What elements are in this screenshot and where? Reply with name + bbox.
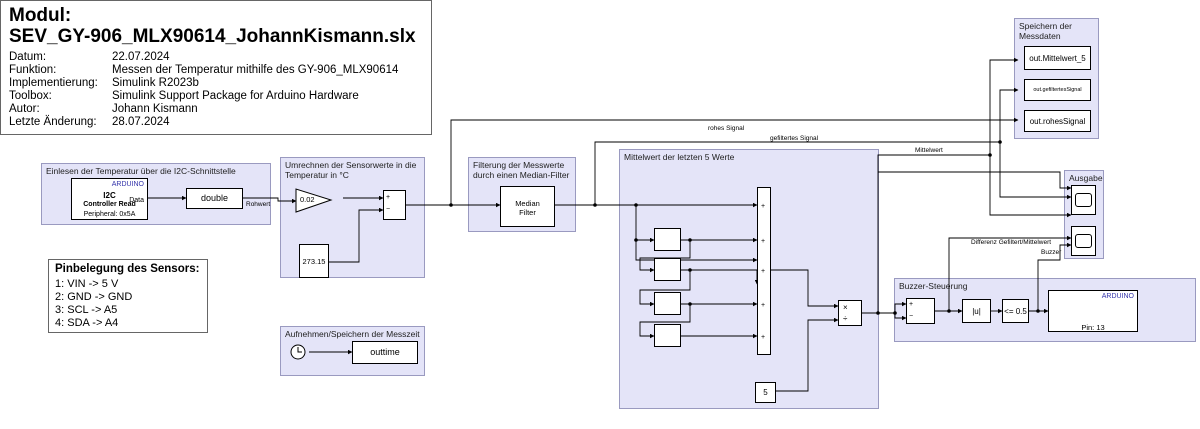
signal-label-gefiltert: gefiltertes Signal xyxy=(770,135,819,142)
model-file-name: SEV_GY-906_MLX90614_JohannKismann.slx xyxy=(9,26,416,47)
double-conversion-block[interactable]: double xyxy=(186,188,243,209)
sum-of-elements-block[interactable]: + + + + + xyxy=(757,187,771,355)
pin-assignment-box: Pinbelegung des Sensors: 1: VIN -> 5 V 2… xyxy=(48,259,208,333)
info-value: 28.07.2024 xyxy=(112,116,170,128)
plus-sign: + xyxy=(761,334,766,341)
info-key: Funktion: xyxy=(9,64,57,76)
signal-label-differenz: Differenz Gefiltert/Mittelwert xyxy=(971,239,1052,246)
plus-sign: + xyxy=(386,194,391,201)
compare-to-constant-block[interactable]: <= 0.5 xyxy=(1002,299,1029,323)
signal-label-buzzer: Buzzer xyxy=(1041,249,1062,256)
info-key: Implementierung: xyxy=(9,77,98,89)
info-value: Simulink R2023b xyxy=(112,77,199,89)
info-row-author: Autor: Johann Kismann xyxy=(9,103,198,116)
multiply-sign: × xyxy=(843,303,848,312)
info-row-toolbox: Toolbox: Simulink Support Package for Ard… xyxy=(9,90,359,103)
info-value: Simulink Support Package for Arduino Har… xyxy=(112,90,359,102)
signal-label-mittelwert: Mittelwert xyxy=(915,147,943,154)
info-key: Toolbox: xyxy=(9,90,52,102)
area-title: Ausgabe xyxy=(1069,173,1103,183)
info-value: Messen der Temperatur mithilfe des GY-90… xyxy=(112,64,399,76)
area-title: Speichern der Messdaten xyxy=(1019,21,1072,41)
pin-row: 3: SCL -> A5 xyxy=(55,304,118,316)
constant-5-block[interactable]: 5 xyxy=(755,382,776,403)
abs-block[interactable]: |u| xyxy=(962,299,991,323)
area-title: Mittelwert der letzten 5 Werte xyxy=(624,152,735,162)
info-row-function: Funktion: Messen der Temperatur mithilfe … xyxy=(9,64,398,77)
plus-sign: + xyxy=(761,238,766,245)
area-title: Aufnehmen/Speichern der Messzeit xyxy=(285,329,420,339)
info-row-implementation: Implementierung: Simulink R2023b xyxy=(9,77,199,90)
constant-273-block[interactable]: 273.15 xyxy=(299,244,329,278)
info-key: Letzte Änderung: xyxy=(9,116,97,128)
unit-delay-block-1[interactable] xyxy=(654,228,681,251)
scope-block-2[interactable] xyxy=(1071,226,1096,256)
area-title: Einlesen der Temperatur über die I2C-Sch… xyxy=(46,166,236,176)
info-key: Datum: xyxy=(9,51,47,63)
data-port-label: Data xyxy=(129,197,144,204)
info-key: Autor: xyxy=(9,103,40,115)
unit-delay-block-4[interactable] xyxy=(654,324,681,347)
plus-sign: + xyxy=(909,301,914,308)
divide-block[interactable]: × ÷ xyxy=(838,300,862,326)
arduino-label: ARDUINO xyxy=(111,181,144,188)
i2c-label: I2C xyxy=(103,191,116,200)
model-title-label: Modul: xyxy=(9,5,72,26)
info-row-last-change: Letzte Änderung: 28.07.2024 xyxy=(9,116,170,129)
info-value: Johann Kismann xyxy=(112,103,198,115)
signal-label-rohes: rohes Signal xyxy=(708,125,745,132)
pin-assignment-title: Pinbelegung des Sensors: xyxy=(55,263,200,275)
info-row-date: Datum: 22.07.2024 xyxy=(9,51,170,64)
pwm-digital-output-block[interactable]: ARDUINO Pin: 13 xyxy=(1048,290,1138,332)
to-workspace-gefiltert[interactable]: out.gefiltertesSignal xyxy=(1024,79,1091,101)
i2c-controller-read-block[interactable]: ARDUINO I2C Controller Read Peripheral: … xyxy=(71,178,148,220)
pin-number: Pin: 13 xyxy=(1081,323,1105,332)
pin-row: 4: SDA -> A4 xyxy=(55,317,119,329)
difference-block[interactable]: + − xyxy=(906,298,935,324)
scope-icon xyxy=(1075,193,1092,207)
median-filter-block[interactable]: Median Filter xyxy=(500,186,555,227)
model-info-box: Modul: SEV_GY-906_MLX90614_JohannKismann… xyxy=(0,0,432,135)
peripheral-address: Peripheral: 0x5A xyxy=(83,211,136,218)
filter-label: Filter xyxy=(519,208,536,217)
plus-sign: + xyxy=(761,203,766,210)
sum-block[interactable]: + − xyxy=(383,190,406,220)
unit-delay-block-3[interactable] xyxy=(654,292,681,315)
gain-block[interactable] xyxy=(295,188,333,213)
area-title: Filterung der Messwerte durch einen Medi… xyxy=(473,160,570,180)
plus-sign: + xyxy=(761,268,766,275)
divide-sign: ÷ xyxy=(843,314,848,323)
controller-read-label: Controller Read xyxy=(83,201,136,208)
unit-delay-block-2[interactable] xyxy=(654,258,681,281)
arduino-label: ARDUINO xyxy=(1101,293,1134,300)
scope-icon xyxy=(1075,234,1092,248)
area-title: Umrechnen der Sensorwerte in die Tempera… xyxy=(285,160,417,180)
to-workspace-rohes[interactable]: out.rohesSignal xyxy=(1024,110,1091,132)
signal-label-rohwert: Rohwert xyxy=(246,201,271,208)
plus-sign: + xyxy=(761,302,766,309)
pin-row: 1: VIN -> 5 V xyxy=(55,278,119,290)
to-workspace-mittelwert[interactable]: out.Mittelwert_5 xyxy=(1024,46,1091,70)
minus-sign: − xyxy=(909,313,914,320)
minus-sign: − xyxy=(386,206,391,213)
area-title: Buzzer-Steuerung xyxy=(899,281,968,291)
gain-value: 0.02 xyxy=(300,195,315,204)
scope-block-1[interactable] xyxy=(1071,185,1096,215)
pin-row: 2: GND -> GND xyxy=(55,291,133,303)
outtime-block[interactable]: outtime xyxy=(352,341,418,364)
info-value: 22.07.2024 xyxy=(112,51,170,63)
median-label: Median xyxy=(515,199,540,208)
